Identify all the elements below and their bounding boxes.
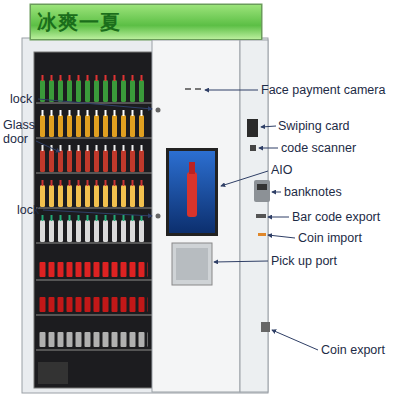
part-label: Coin export: [321, 343, 385, 357]
part-label: AIO: [271, 163, 293, 177]
part-label: Pick up port: [271, 254, 337, 268]
part-label: banknotes: [284, 185, 342, 199]
part-label: Coin import: [298, 231, 362, 245]
part-label: Swiping card: [278, 119, 350, 133]
part-label: Face payment camera: [261, 83, 385, 97]
part-label: lock: [17, 203, 39, 217]
banner-band: 冰爽一夏: [30, 4, 262, 40]
part-label: Glass door: [3, 118, 37, 147]
part-label: code scanner: [281, 141, 356, 155]
banner-title: 冰爽一夏: [37, 9, 121, 36]
part-label: Bar code export: [292, 210, 380, 224]
part-label: lock: [10, 92, 32, 106]
